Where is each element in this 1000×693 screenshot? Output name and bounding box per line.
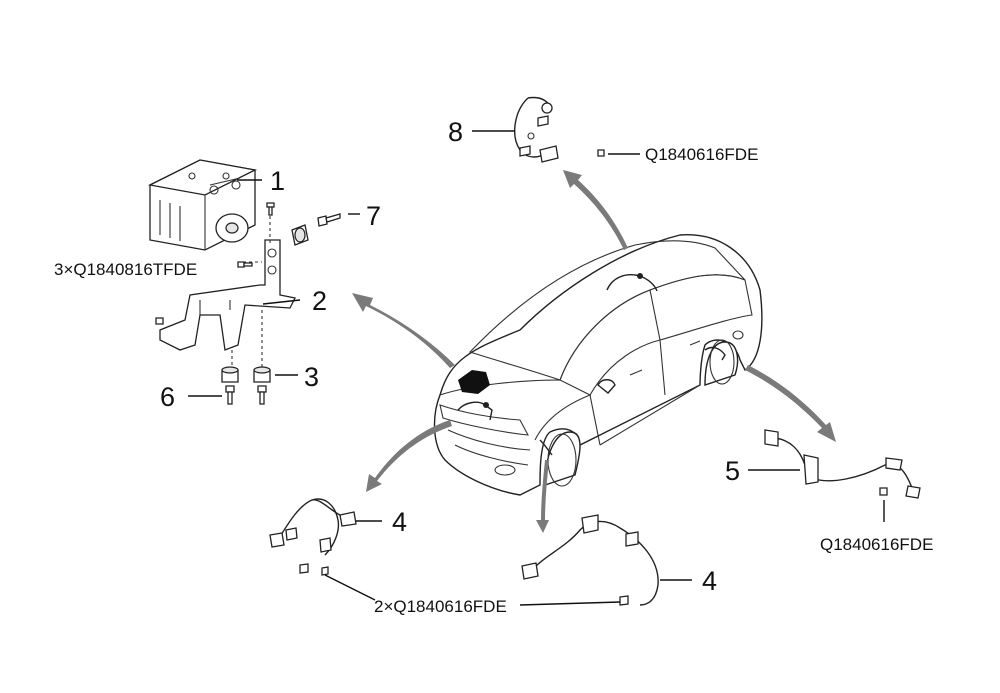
- bushing-3-icon: [221, 366, 271, 383]
- bracket-bolts-part-number: 3×Q1840816TFDE: [54, 260, 197, 279]
- screw-right-icon: [879, 487, 888, 496]
- bracket-bolt-left-icon: [237, 261, 253, 268]
- grommet-icon: [291, 224, 309, 246]
- abs-module-location: [458, 370, 490, 394]
- callout-4-left: 4: [392, 507, 407, 537]
- abs-hydraulic-unit: [147, 159, 258, 251]
- front-wheel-sensor-left: [269, 498, 357, 576]
- callout-7: 7: [366, 201, 381, 231]
- callout-8: 8: [448, 117, 463, 147]
- leader-lines: [188, 130, 885, 606]
- vehicle-illustration: [433, 234, 763, 496]
- callout-3: 3: [304, 362, 319, 392]
- rear-wheel-sensor-right: [764, 429, 921, 499]
- rear-wheel-sensor-upper: [514, 96, 559, 163]
- bolt-6-icon: [225, 385, 267, 405]
- right-bolt-part-number: Q1840616FDE: [820, 535, 933, 554]
- front-wheel-sensor-right: [521, 514, 659, 606]
- callout-2: 2: [312, 286, 327, 316]
- screw-7-icon: [317, 213, 341, 227]
- upper-bolt-part-number: Q1840616FDE: [645, 145, 758, 164]
- callout-6: 6: [160, 382, 175, 412]
- arrows: [352, 170, 836, 533]
- bracket-bolt-icon: [266, 202, 275, 216]
- screw-top-icon: [597, 149, 605, 157]
- callout-4-right: 4: [702, 566, 717, 596]
- bracket-bolt-lower-icon: [155, 317, 164, 325]
- callout-5: 5: [725, 456, 740, 486]
- front-bolts-part-number: 2×Q1840616FDE: [374, 597, 507, 616]
- callout-1: 1: [270, 166, 285, 196]
